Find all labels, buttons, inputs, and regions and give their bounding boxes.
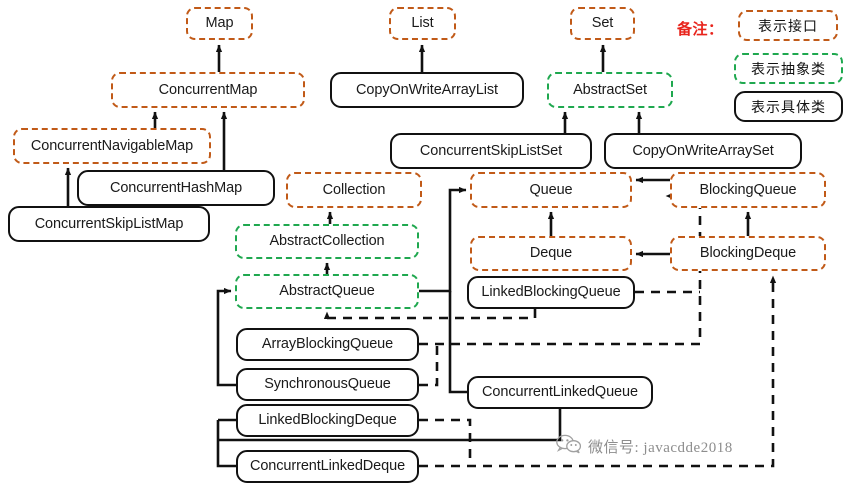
node-concurrent-linked-queue[interactable]: ConcurrentLinkedQueue <box>467 376 653 409</box>
node-list[interactable]: List <box>389 7 456 40</box>
node-concurrent-hash-map[interactable]: ConcurrentHashMap <box>77 170 275 206</box>
watermark: 微信号: javacdde2018 <box>556 434 733 458</box>
node-concurrent-skip-list-set[interactable]: ConcurrentSkipListSet <box>390 133 592 169</box>
node-abstract-collection[interactable]: AbstractCollection <box>235 224 419 259</box>
node-copy-on-write-array-set[interactable]: CopyOnWriteArraySet <box>604 133 802 169</box>
node-deque[interactable]: Deque <box>470 236 632 271</box>
edge-cld-spine <box>216 420 236 468</box>
node-linked-blocking-queue[interactable]: LinkedBlockingQueue <box>467 276 635 309</box>
node-abstract-set[interactable]: AbstractSet <box>547 72 673 108</box>
legend-interface-box: 表示接口 <box>738 10 838 41</box>
node-copy-on-write-array-list[interactable]: CopyOnWriteArrayList <box>330 72 524 108</box>
node-abstract-queue[interactable]: AbstractQueue <box>235 274 419 309</box>
node-synchronous-queue[interactable]: SynchronousQueue <box>236 368 419 401</box>
edge-absqueue-queue <box>419 186 467 293</box>
legend-abstract-box: 表示抽象类 <box>734 53 843 84</box>
wechat-icon <box>556 434 582 458</box>
edge-sq-riser <box>419 344 439 387</box>
node-queue[interactable]: Queue <box>470 172 632 208</box>
node-set[interactable]: Set <box>570 7 635 40</box>
node-map[interactable]: Map <box>186 7 253 40</box>
node-linked-blocking-deque[interactable]: LinkedBlockingDeque <box>236 404 419 437</box>
legend-title: 备注： <box>677 21 724 38</box>
node-blocking-deque[interactable]: BlockingDeque <box>670 236 826 271</box>
watermark-text: 微信号: javacdde2018 <box>588 439 733 456</box>
node-array-blocking-queue[interactable]: ArrayBlockingQueue <box>236 328 419 361</box>
node-concurrent-map[interactable]: ConcurrentMap <box>111 72 305 108</box>
edge-synchronousqueue-absqueue <box>216 287 236 387</box>
node-collection[interactable]: Collection <box>286 172 422 208</box>
node-concurrent-skip-list-map[interactable]: ConcurrentSkipListMap <box>8 206 210 242</box>
edge-lbd-riser <box>419 418 472 466</box>
node-blocking-queue[interactable]: BlockingQueue <box>670 172 826 208</box>
legend-concrete-box: 表示具体类 <box>734 91 843 122</box>
node-concurrent-navigable-map[interactable]: ConcurrentNavigableMap <box>13 128 211 164</box>
edge-clq-absqueue <box>448 291 467 394</box>
edge-lbq-absqueue-dashed <box>323 309 537 320</box>
node-concurrent-linked-deque[interactable]: ConcurrentLinkedDeque <box>236 450 419 483</box>
